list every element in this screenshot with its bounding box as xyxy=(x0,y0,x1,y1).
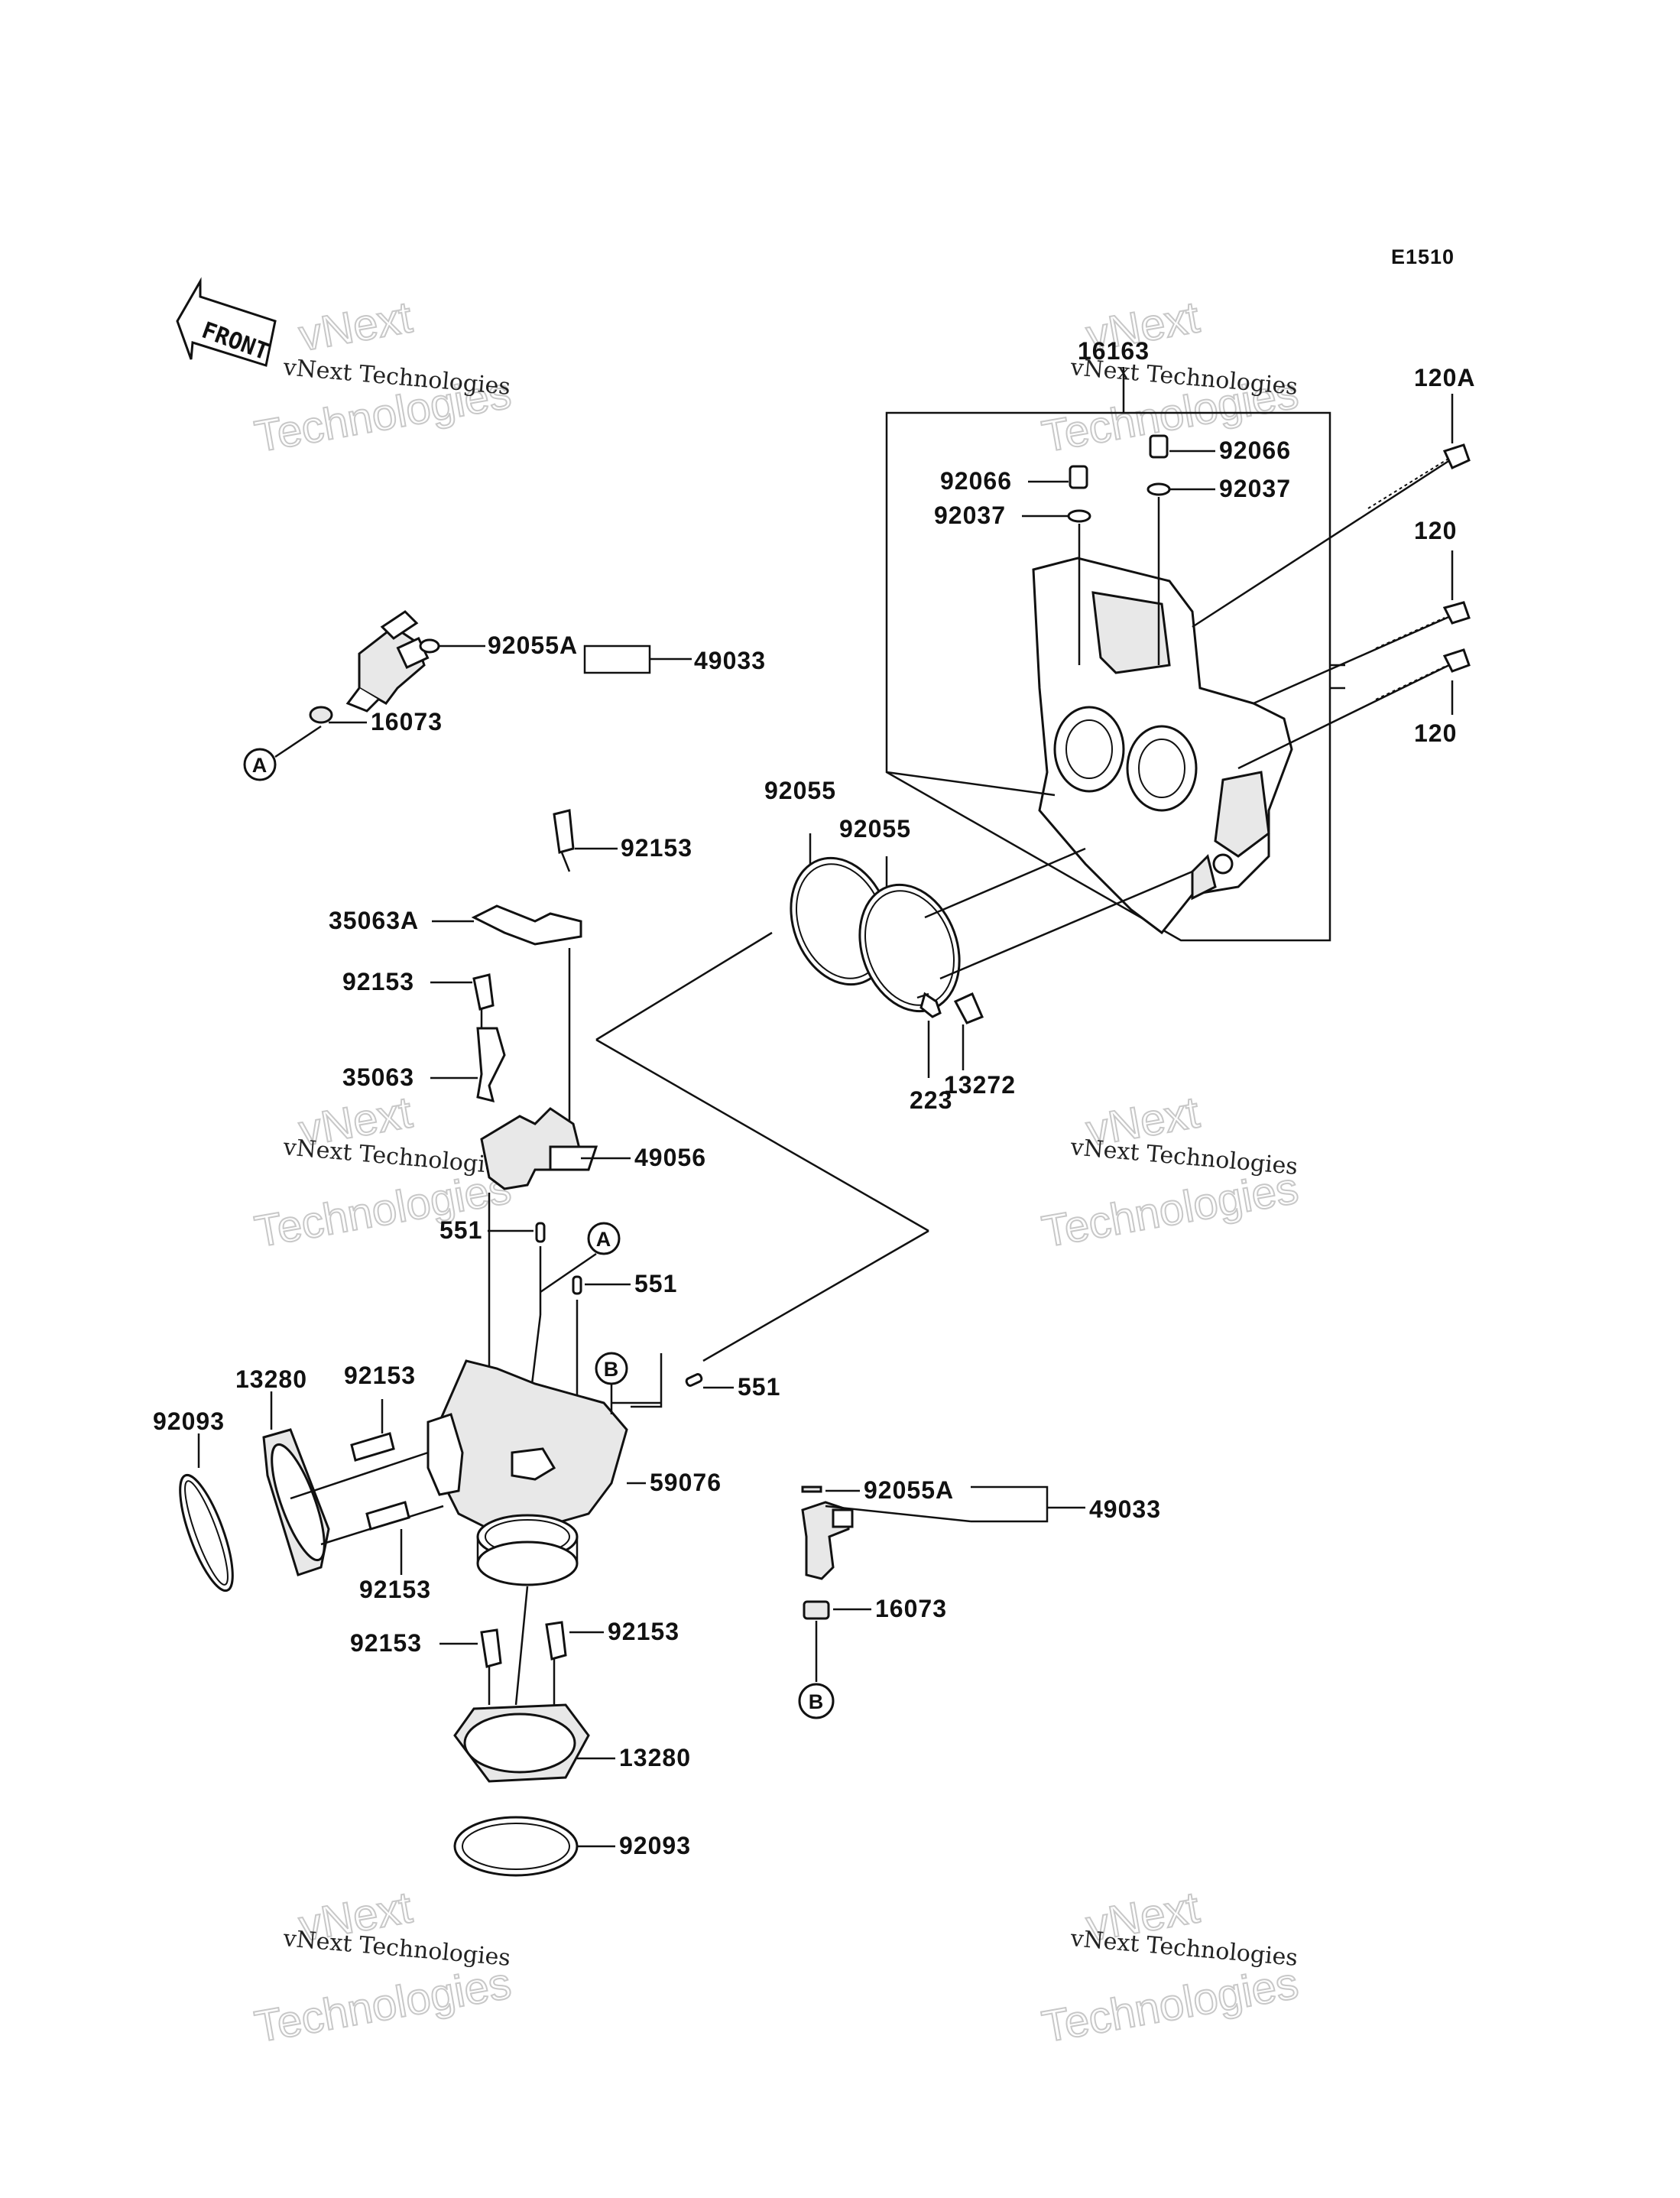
label-92066-left: 92066 xyxy=(940,467,1012,495)
injector-49033-top xyxy=(345,610,440,713)
pin-551-a xyxy=(535,1222,546,1243)
flange-13280-bottom xyxy=(453,1703,590,1783)
label-92066-right: 92066 xyxy=(1219,437,1291,464)
label-16073-top: 16073 xyxy=(371,708,443,735)
label-49033-top: 49033 xyxy=(694,647,766,674)
pin-551-c xyxy=(685,1373,703,1387)
bolt-92153-bottom-right xyxy=(545,1621,567,1661)
injector-49033-bottom xyxy=(801,1485,854,1580)
bolt-120A xyxy=(1192,443,1471,628)
label-120-upper: 120 xyxy=(1414,517,1457,544)
label-92055A-top: 92055A xyxy=(488,631,578,659)
label-16073-bottom: 16073 xyxy=(875,1595,947,1622)
bracket-13272 xyxy=(953,992,984,1024)
label-49033-bottom: 49033 xyxy=(1089,1495,1161,1523)
front-arrow-icon: FRONT xyxy=(176,277,277,367)
label-92055-left: 92055 xyxy=(764,777,836,804)
pin-551-b xyxy=(572,1275,582,1295)
label-92153-upper: 92153 xyxy=(621,834,692,862)
watermark-text-mid-right: vNext Technologies xyxy=(1069,1134,1299,1180)
part-92037-left xyxy=(1067,509,1091,523)
o-ring-92055A-top xyxy=(419,638,440,654)
label-223: 223 xyxy=(910,1086,952,1114)
label-35063: 35063 xyxy=(342,1063,414,1091)
label-13280-left: 13280 xyxy=(235,1365,307,1393)
svg-text:Technologies: Technologies xyxy=(251,1958,515,2052)
svg-text:B: B xyxy=(604,1358,620,1381)
bolt-120-lower xyxy=(1237,648,1471,770)
diagram-id: E1510 xyxy=(1391,245,1455,268)
label-92153-bottom-left: 92153 xyxy=(350,1629,422,1657)
bolt-120-upper xyxy=(1253,601,1471,705)
bushing-16073-bottom xyxy=(803,1600,830,1620)
throttle-body-59076 xyxy=(426,1359,628,1586)
label-59076: 59076 xyxy=(650,1469,722,1496)
watermark-text-mid-left: vNext Technologies xyxy=(281,1134,511,1180)
label-49056: 49056 xyxy=(634,1144,706,1171)
gasket-92093-left xyxy=(179,1473,234,1592)
label-92153-left-lower: 92153 xyxy=(359,1576,431,1603)
bracket-35063A xyxy=(471,904,582,946)
label-92093-left: 92093 xyxy=(153,1407,225,1435)
gasket-92093-bottom xyxy=(453,1816,579,1877)
label-13280-bottom: 13280 xyxy=(619,1744,691,1771)
label-13272: 13272 xyxy=(944,1071,1016,1099)
svg-text:A: A xyxy=(252,754,268,777)
part-92066-right xyxy=(1149,434,1169,459)
part-92066-left xyxy=(1069,465,1088,489)
label-92153-bottom-right: 92153 xyxy=(608,1618,679,1645)
callout-a-top xyxy=(243,748,277,781)
label-92153-mid: 92153 xyxy=(342,968,414,995)
label-92055-right: 92055 xyxy=(839,815,911,843)
svg-text:B: B xyxy=(809,1690,825,1713)
svg-text:vNext: vNext xyxy=(296,292,416,361)
callout-b-bottom xyxy=(798,1683,835,1719)
bolt-92153-left-a xyxy=(350,1432,395,1462)
bolt-92153-mid xyxy=(472,973,495,1011)
callout-a-mid xyxy=(587,1222,621,1255)
screw-223 xyxy=(919,992,942,1018)
svg-text:A: A xyxy=(596,1228,612,1251)
label-551-c: 551 xyxy=(738,1373,780,1401)
label-92055A-bottom: 92055A xyxy=(864,1476,954,1504)
label-35063A: 35063A xyxy=(329,907,419,934)
throttle-body-assembly xyxy=(1032,557,1293,935)
label-120-lower: 120 xyxy=(1414,719,1457,747)
svg-text:Technologies: Technologies xyxy=(1039,1958,1302,2052)
label-92037-left: 92037 xyxy=(934,502,1006,529)
label-16163: 16163 xyxy=(1078,337,1150,365)
part-92037-right xyxy=(1146,482,1171,496)
label-92037-right: 92037 xyxy=(1219,475,1291,502)
bolt-92153-left-b xyxy=(365,1501,410,1531)
label-551-b: 551 xyxy=(634,1270,677,1297)
label-120A: 120A xyxy=(1414,364,1476,391)
label-92093-bottom: 92093 xyxy=(619,1832,691,1859)
bolt-92153-bottom-left xyxy=(480,1628,502,1668)
label-551-a: 551 xyxy=(439,1216,482,1244)
bracket-35063 xyxy=(476,1027,506,1103)
o-ring-92055A-bottom xyxy=(801,1485,822,1493)
flange-13280-left xyxy=(262,1428,330,1576)
bolt-92153-upper xyxy=(553,809,575,854)
label-92153-left-upper: 92153 xyxy=(344,1362,416,1389)
bushing-16073-top xyxy=(309,706,333,724)
